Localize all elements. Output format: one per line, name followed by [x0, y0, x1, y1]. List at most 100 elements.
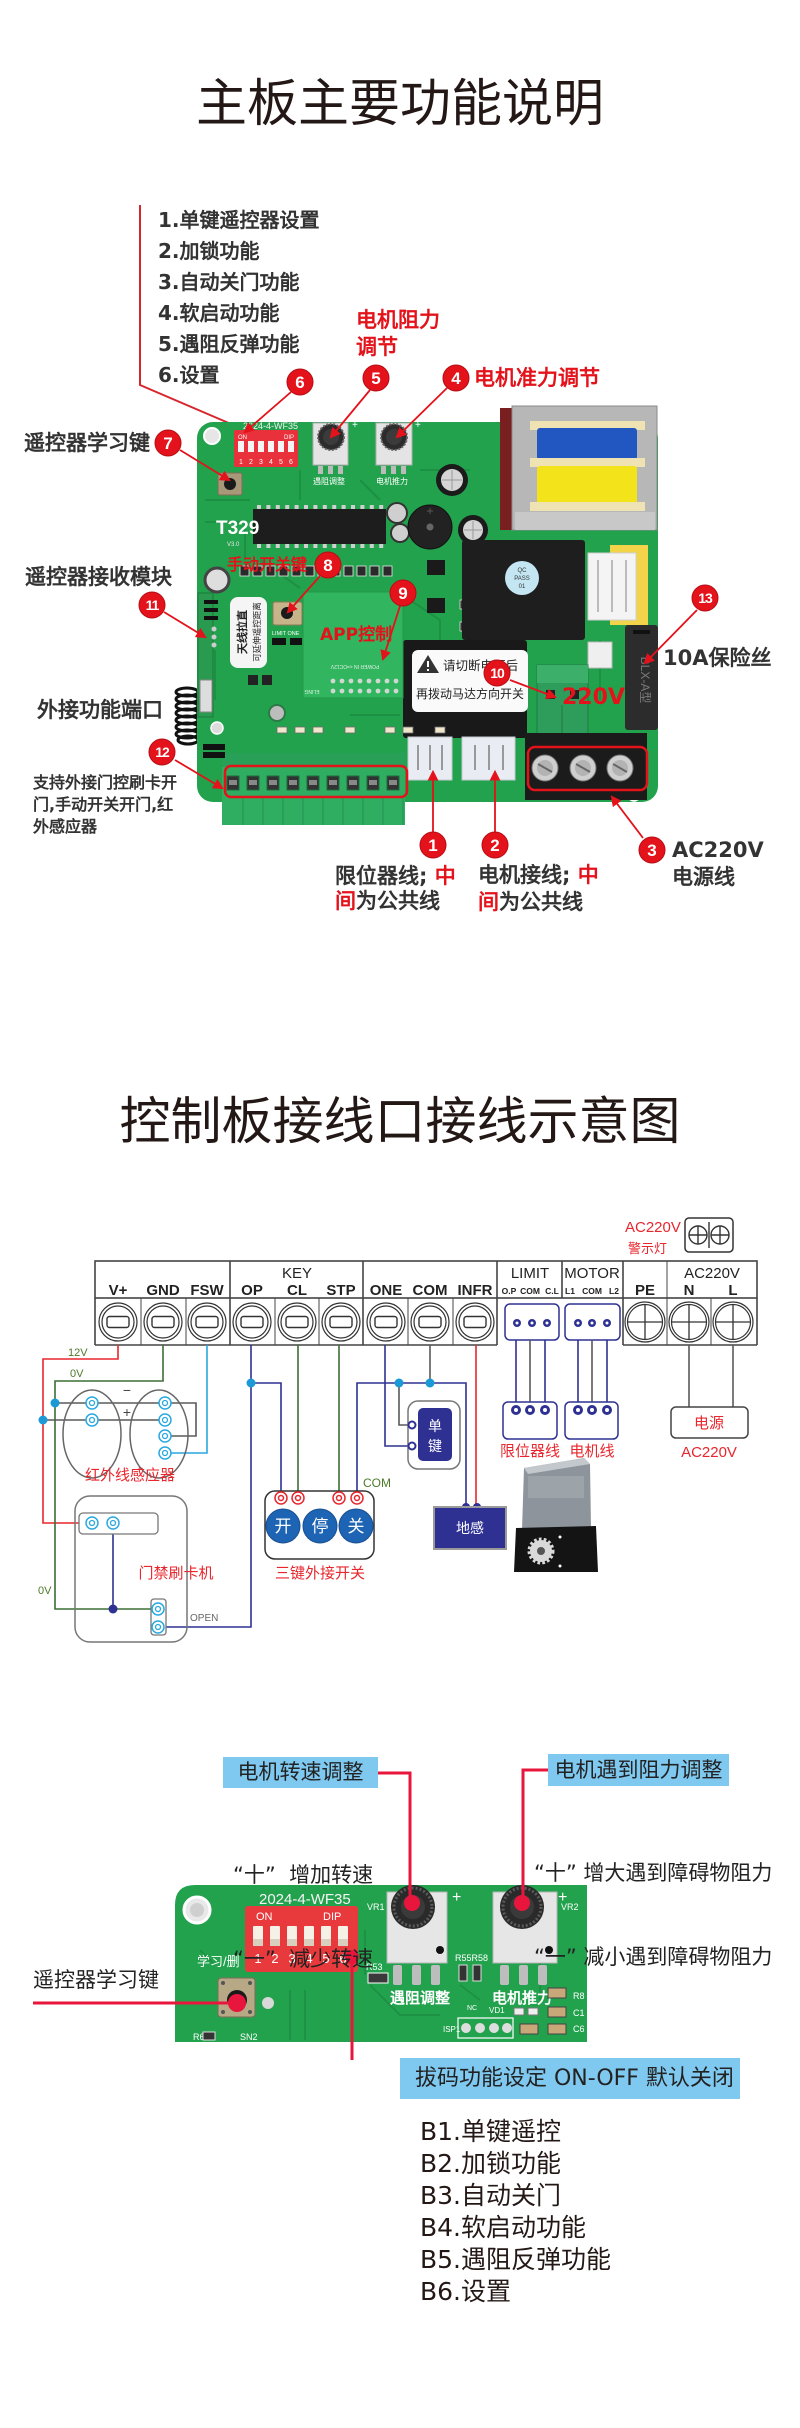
led — [344, 726, 356, 734]
resistance-adjust-label: 电机遇到阻力调整 — [548, 1754, 729, 1786]
ic-pin — [351, 505, 355, 509]
single-key-text: 单 — [428, 1418, 442, 1434]
dip-on-text: ON — [256, 1911, 273, 1923]
ir-plus-label: + — [123, 1404, 131, 1420]
wire-one — [384, 1345, 408, 1447]
ic-pin — [294, 544, 299, 548]
module-pin-hole — [393, 688, 399, 694]
dip-lever-shadow — [253, 1939, 263, 1946]
svg-text:8: 8 — [323, 556, 332, 575]
callout-13: 13 — [691, 584, 719, 612]
arrow-7 — [179, 449, 231, 482]
device-terminal — [151, 1602, 165, 1616]
terminal-label-cl: CL — [287, 1282, 307, 1299]
dip-setting-item: B1.单键遥控 — [420, 2117, 562, 2146]
mount-hole — [268, 704, 286, 722]
callout-6: 6 — [286, 368, 314, 396]
dip-number: 1 — [239, 459, 243, 466]
dip-number: 1 — [254, 1951, 261, 1966]
limit-socket — [504, 1303, 560, 1341]
silk-r55r58: R55R58 — [455, 1953, 488, 1963]
relay-sticker-text: 01 — [519, 584, 526, 590]
ic-pin — [313, 544, 318, 548]
speed-adjust-desc: “十” 增加转速 “一” 减少转速 — [233, 1805, 373, 2029]
ic-pin — [369, 544, 374, 548]
svg-text:6: 6 — [295, 373, 304, 392]
smd-resistor — [356, 565, 367, 577]
label-fuse: 10A保险丝 — [663, 646, 772, 670]
silk-learn-text: 学习/删 — [197, 1954, 240, 1969]
dip-function-item: 3.自动关门功能 — [158, 270, 300, 294]
card-reader: 门禁刷卡机 OPEN — [74, 1495, 218, 1643]
single-key-text: 键 — [428, 1438, 442, 1454]
svg-text:关: 关 — [348, 1517, 365, 1536]
header-ac220v: AC220V — [684, 1265, 740, 1282]
svg-text:2: 2 — [490, 836, 499, 855]
close-button: 关 — [338, 1508, 374, 1544]
mount-hole — [182, 1895, 212, 1925]
ic-pin — [322, 544, 327, 548]
svg-text:4: 4 — [451, 369, 461, 388]
screw-terminal — [455, 1302, 495, 1342]
power-box-voltage: AC220V — [681, 1444, 737, 1461]
arrow-9 — [380, 605, 401, 662]
smd-resistor — [382, 565, 393, 577]
external-terminal-highlight — [223, 764, 409, 799]
terminal-label-infr: INFR — [458, 1282, 493, 1299]
arrow-10 — [509, 679, 558, 699]
relay-main: QC PASS 01 — [462, 540, 585, 640]
ic-pin — [285, 505, 290, 509]
svg-text:12: 12 — [155, 744, 170, 760]
power-terminal-highlight — [526, 745, 649, 792]
wire-ir-minus — [55, 1402, 197, 1437]
terminal-label-gnd: GND — [146, 1282, 180, 1299]
label-line: 门,手动开关开门,红 — [33, 795, 174, 814]
svg-text:停: 停 — [312, 1517, 329, 1536]
screw-slot — [374, 1315, 398, 1329]
device-terminal-inner — [161, 1399, 169, 1407]
dip-function-item: 6.设置 — [158, 363, 220, 387]
dip-function-item: 2.加锁功能 — [158, 239, 260, 263]
label-external-port-desc: 支持外接门控刷卡开 门,手动开关开门,红 外感应器 — [33, 772, 177, 838]
ic-pin — [360, 505, 365, 509]
led — [276, 726, 288, 734]
label-highlight: 间 — [335, 889, 356, 913]
ir-sensor-label: 红外线感应器 — [85, 1466, 175, 1484]
arrow-11 — [163, 611, 207, 639]
desc-line: “十” 增加转速 — [233, 1863, 374, 1887]
label-app-control: APP控制 — [320, 625, 393, 645]
dip-switch-closeup: 2024-4-WF35 ON DIP 1 2 3 4 5 6 — [245, 1891, 358, 1972]
plus-label: + — [452, 1889, 461, 1906]
arrow-5 — [329, 389, 371, 439]
wire-fsw — [165, 1345, 208, 1454]
screw-slot — [151, 1315, 175, 1329]
dip-setting-item: B3.自动关门 — [420, 2181, 562, 2210]
vr1-label: VR1 — [367, 1902, 385, 1912]
device-terminal-inner — [88, 1399, 96, 1407]
module-pin-hole — [339, 688, 345, 694]
terminal-strip — [94, 1260, 758, 1346]
ic-pin — [369, 505, 374, 509]
dip-setting-item: B4.软启动功能 — [420, 2213, 587, 2242]
device-terminal — [158, 1396, 172, 1410]
antenna-sticker-text-2: 可延伸遥控距离 — [252, 602, 262, 662]
vr2-label: VR2 — [561, 1902, 579, 1912]
led — [384, 726, 396, 734]
arrow-13 — [643, 609, 698, 665]
ic-pin — [304, 505, 308, 509]
arrow-8 — [286, 575, 321, 614]
module-pin-hole — [384, 688, 390, 694]
label-power-line: AC220V 电源线 — [672, 837, 764, 891]
screw-terminal — [366, 1302, 406, 1342]
wifi-brand-text: ELING — [304, 688, 319, 694]
silk-limit-one: LIMIT ONE — [272, 631, 300, 637]
device-terminal — [158, 1413, 172, 1427]
terminal-220v — [536, 664, 589, 738]
wire-com-bus — [356, 1382, 467, 1505]
screw-terminal — [143, 1302, 183, 1342]
label-highlight: 中 — [577, 863, 599, 887]
terminal-headers: KEY LIMIT MOTOR AC220V V+ GND FSW OP CL … — [109, 1265, 740, 1299]
device-terminal — [85, 1516, 99, 1530]
motor-connector — [461, 736, 516, 781]
led — [312, 726, 324, 734]
